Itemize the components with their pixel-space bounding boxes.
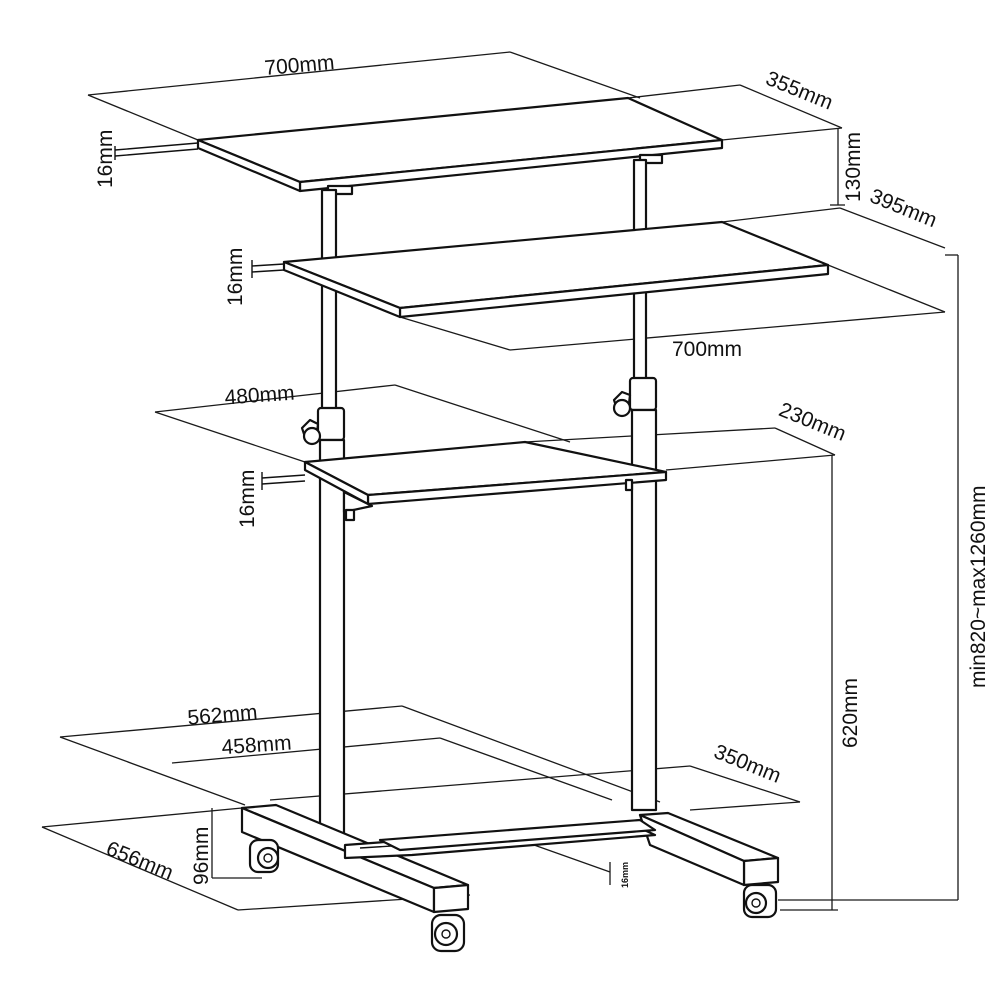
total-height-label: min820~max1260mm xyxy=(967,485,990,688)
base-depth-label: 350mm xyxy=(711,740,785,788)
mid-thickness-label: 16mm xyxy=(236,470,259,528)
keyboard-thickness-label: 16mm xyxy=(224,248,247,306)
base-length-label: 656mm xyxy=(103,837,177,885)
base xyxy=(240,803,780,953)
mid-width-label: 480mm xyxy=(224,382,295,410)
inner-width-label: 458mm xyxy=(221,731,292,759)
top-thickness-label: 16mm xyxy=(94,130,117,188)
keyboard-depth-label: 395mm xyxy=(867,185,941,233)
left-pole xyxy=(300,188,346,847)
base-height-label: 96mm xyxy=(190,827,213,885)
base-width-label: 562mm xyxy=(187,701,259,730)
top-gap-label: 130mm xyxy=(842,132,865,202)
bottom-thickness-label: 16mm xyxy=(620,862,630,888)
top-depth-label: 355mm xyxy=(763,67,837,115)
wheel-back-right xyxy=(742,883,778,919)
keyboard-shelf xyxy=(251,220,830,319)
dimension-lines xyxy=(41,51,959,911)
keyboard-width-label: 700mm xyxy=(672,338,742,361)
middle-shelf xyxy=(261,440,668,522)
top-shelf xyxy=(114,96,724,196)
top-width-label: 700mm xyxy=(264,51,336,80)
mid-depth-label: 230mm xyxy=(776,398,850,446)
wheel-front-right xyxy=(430,913,466,953)
mid-height-label: 620mm xyxy=(839,678,862,748)
wheel-front-left xyxy=(248,838,280,874)
